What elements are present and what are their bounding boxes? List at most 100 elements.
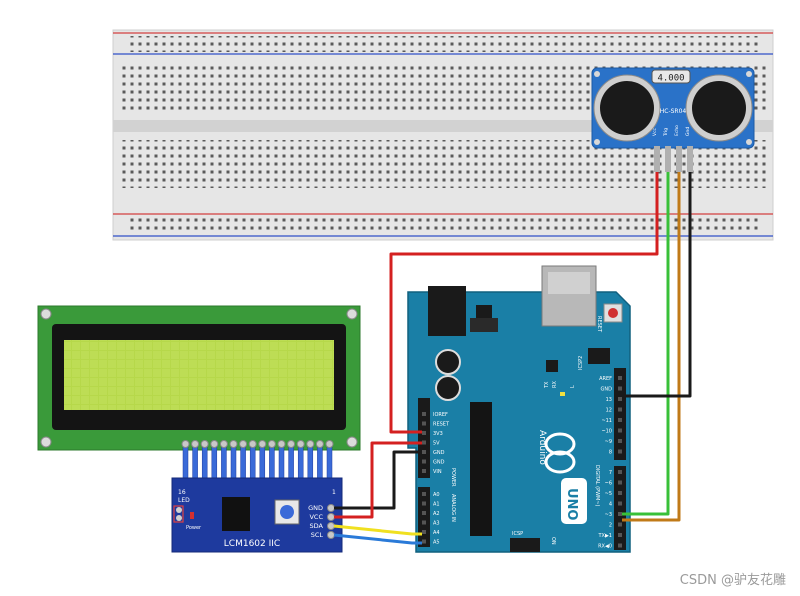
power-pin-label: GND bbox=[433, 459, 445, 465]
header-pin bbox=[327, 513, 335, 521]
mount-hole bbox=[346, 436, 358, 448]
digital-pin-label: ~10 bbox=[601, 428, 612, 434]
icsp2-header bbox=[588, 348, 610, 364]
digital-pin-socket bbox=[618, 491, 622, 495]
pin-label-echo: Echo bbox=[674, 125, 680, 136]
led-label: LED bbox=[178, 497, 190, 504]
uno-badge bbox=[561, 478, 587, 524]
wire-sensor-vcc bbox=[389, 172, 659, 434]
rail-holes-top bbox=[130, 36, 760, 52]
lcd-pad bbox=[277, 440, 286, 448]
digital-pin-label: 12 bbox=[606, 407, 612, 413]
arduino-logo: Arduino UNO bbox=[537, 430, 587, 524]
digital-pin-socket bbox=[618, 501, 622, 506]
sensor-readout: 4.000 bbox=[657, 74, 684, 84]
header-pin bbox=[654, 146, 660, 172]
usb-chip bbox=[546, 360, 558, 372]
wire-sensor-trig bbox=[622, 172, 670, 516]
dc-barrel-jack bbox=[428, 286, 466, 336]
reset-button-cap[interactable] bbox=[608, 308, 618, 318]
digital-pin-socket bbox=[618, 480, 622, 485]
crystal bbox=[651, 69, 691, 84]
analog-pin-label: A2 bbox=[433, 511, 440, 517]
lcd-pin bbox=[249, 443, 256, 481]
ultrasonic-sensor: 4.000 HC-SR04 Vcc Trig Echo Gnd bbox=[591, 67, 755, 172]
digital-pin-label: TX▶1 bbox=[597, 533, 612, 539]
arduino-uno: RESET ICSP2 TX RX L Arduino UNO ICSP ON … bbox=[407, 265, 631, 553]
digital-pin-socket bbox=[618, 533, 622, 537]
analog-pin-socket bbox=[422, 530, 426, 534]
power-pin-socket bbox=[422, 421, 426, 426]
digital-pin-socket bbox=[618, 449, 622, 454]
digital-header-bottom bbox=[614, 466, 626, 550]
power-pin-label: VIN bbox=[433, 469, 442, 475]
lcd-pad bbox=[210, 440, 219, 448]
digital-pin-label: ~3 bbox=[605, 512, 612, 518]
mount-hole bbox=[40, 436, 52, 448]
module-label: LCM1602 IIC bbox=[224, 539, 280, 549]
digital-pin-label: RX◀0 bbox=[598, 543, 612, 549]
lcd-pin bbox=[221, 443, 227, 481]
on-label: ON bbox=[550, 537, 556, 545]
mount-hole bbox=[594, 71, 600, 77]
power-led bbox=[190, 512, 194, 519]
header-pin bbox=[687, 146, 693, 172]
mount-hole bbox=[746, 139, 752, 145]
digital-pin-socket bbox=[618, 543, 622, 548]
lcd-pin bbox=[326, 443, 333, 481]
power-pin-socket bbox=[422, 412, 426, 416]
capacitor bbox=[435, 375, 461, 401]
i2c-pin-labels: GND VCC SDA SCL bbox=[308, 504, 323, 539]
digital-pin-label: ~6 bbox=[605, 480, 612, 486]
power-pin-socket bbox=[422, 440, 426, 445]
analog-pin-socket bbox=[422, 492, 426, 496]
power-label: Power bbox=[186, 525, 202, 531]
voltage-regulator bbox=[476, 305, 492, 319]
digital-pin-socket bbox=[618, 376, 622, 380]
digital-pin-label: 13 bbox=[606, 397, 612, 403]
wire-lcd-gnd bbox=[334, 450, 422, 510]
wire-lcd-vcc bbox=[334, 441, 422, 519]
lcd-pad bbox=[287, 440, 296, 448]
analog-pin-label: A3 bbox=[433, 520, 440, 526]
icsp2-label: ICSP2 bbox=[578, 356, 584, 370]
header-index-left: 16 bbox=[178, 489, 186, 496]
lcd-pin bbox=[192, 443, 198, 481]
digital-pin-label: 8 bbox=[609, 449, 612, 455]
analog-pin-socket bbox=[422, 520, 426, 525]
lcd-pad bbox=[315, 440, 324, 448]
analog-pin-socket bbox=[422, 511, 426, 515]
lcd-pin bbox=[269, 443, 275, 481]
power-pin-socket bbox=[422, 459, 426, 464]
header-pin bbox=[327, 504, 335, 512]
lcd-pad bbox=[306, 440, 315, 448]
digital-pin-socket bbox=[618, 439, 622, 443]
power-pin-label: 5V bbox=[433, 440, 440, 446]
digital-header-top bbox=[614, 368, 626, 460]
lcd-pin bbox=[211, 443, 218, 481]
digital-pin-label: GND bbox=[601, 386, 613, 392]
digital-pin-label: ~9 bbox=[605, 439, 612, 445]
power-header-label: POWER bbox=[450, 468, 456, 487]
power-pin-label: RESET bbox=[433, 421, 450, 427]
icsp-label: ICSP bbox=[512, 531, 523, 537]
lcd-display bbox=[37, 305, 361, 481]
analog-pin-label: A4 bbox=[433, 530, 440, 536]
lcd-pin bbox=[182, 443, 189, 481]
lcd-pin bbox=[230, 443, 237, 481]
lcd-pad bbox=[258, 440, 267, 448]
digital-pin-label: 2 bbox=[609, 522, 612, 528]
wire-lcd-sda bbox=[333, 524, 422, 536]
digital-pin-label: 4 bbox=[609, 501, 612, 507]
transducer-left-mesh bbox=[600, 81, 654, 135]
analog-pin-socket bbox=[422, 539, 426, 544]
digital-pin-label: AREF bbox=[599, 376, 612, 382]
digital-pin-socket bbox=[618, 407, 622, 412]
arduino-brand: Arduino bbox=[537, 430, 547, 465]
transducer-right-mesh bbox=[692, 81, 746, 135]
lcd-pad bbox=[267, 440, 276, 448]
